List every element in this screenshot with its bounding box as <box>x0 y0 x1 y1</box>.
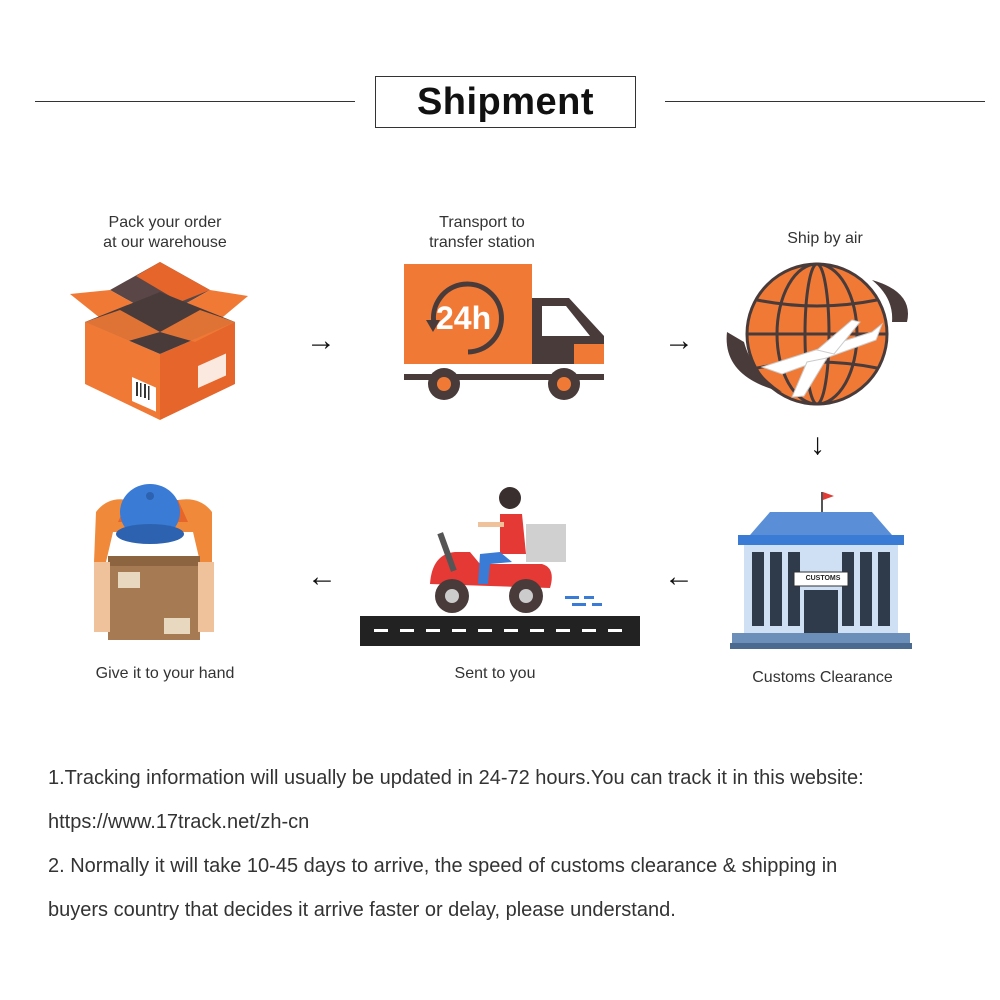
header-rule-left <box>35 101 355 102</box>
truck-badge: 24h <box>436 300 492 336</box>
arrow-left-1: ← <box>664 560 694 593</box>
arrow-right-1: → <box>306 324 336 357</box>
note-line-4: buyers country that decides it arrive fa… <box>48 899 676 921</box>
note-line-3: 2. Normally it will take 10-45 days to a… <box>48 855 838 877</box>
tracking-link[interactable]: https://www.17track.net/zh-cn <box>48 811 310 833</box>
page-title: Shipment <box>416 80 595 123</box>
title-box: Shipment <box>375 76 636 128</box>
globe-plane-icon <box>726 262 908 406</box>
delivery-person-icon <box>94 484 214 640</box>
step-caption-sent: Sent to you <box>454 665 536 682</box>
arrow-left-2: ← <box>307 560 337 593</box>
step-caption-customs: Customs Clearance <box>752 669 893 686</box>
step-caption-transport: Transport to transfer station <box>429 214 535 251</box>
truck-icon <box>404 264 604 400</box>
arrow-right-2: → <box>664 324 694 357</box>
step-caption-pack: Pack your order at our warehouse <box>103 214 227 251</box>
step-caption-air: Ship by air <box>787 230 863 247</box>
header-rule-right <box>665 101 985 102</box>
customs-sign-text: CUSTOMS <box>805 575 841 582</box>
box-icon <box>70 262 248 420</box>
arrow-down: ↓ <box>810 428 825 461</box>
customs-building-icon <box>730 492 912 649</box>
courier-scooter-icon <box>360 487 640 646</box>
step-caption-hand: Give it to your hand <box>95 665 235 682</box>
note-line-1: 1.Tracking information will usually be u… <box>48 767 864 789</box>
